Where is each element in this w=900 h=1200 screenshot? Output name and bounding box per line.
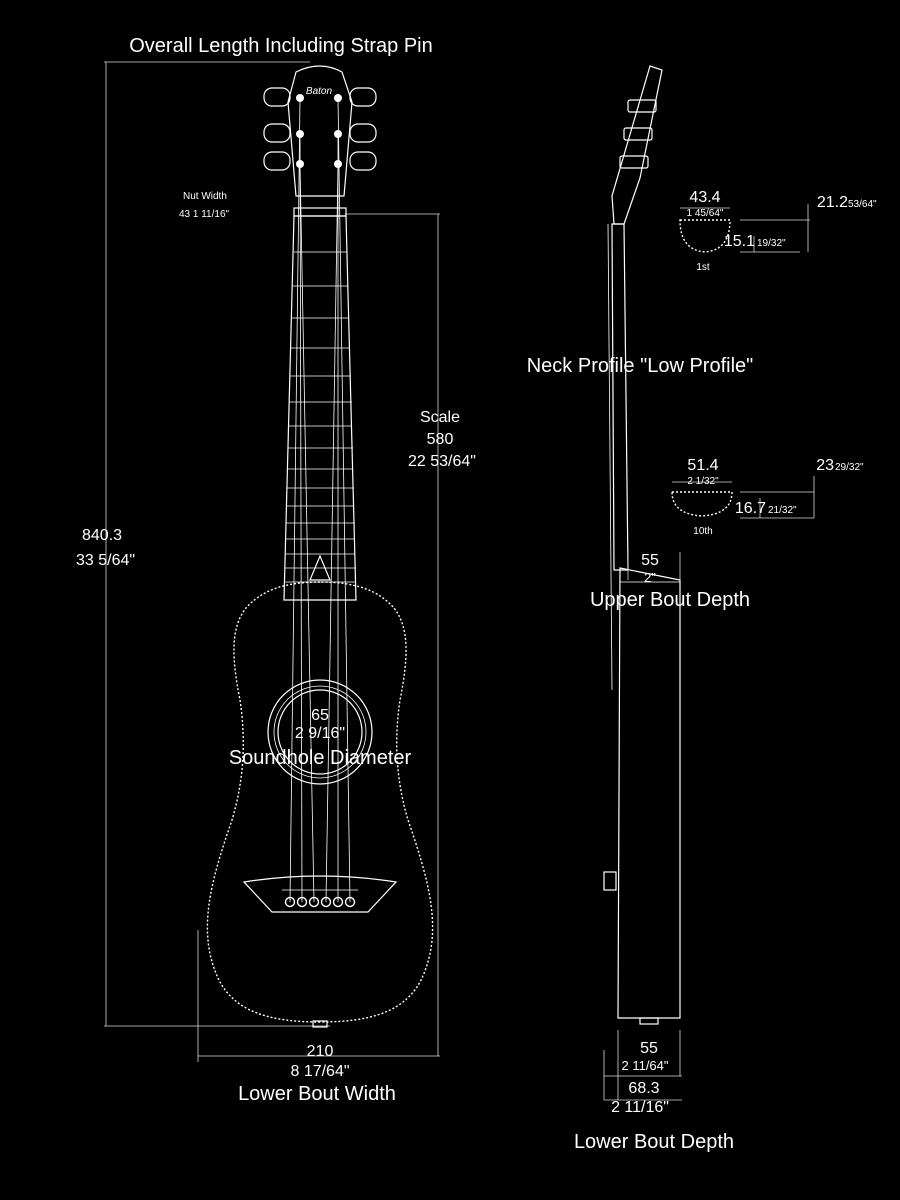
overall-length-label: Overall Length Including Strap Pin <box>129 35 433 57</box>
headstock-logo: Baton <box>306 86 333 97</box>
neck-1st-total-mm: 21.2 <box>817 194 848 211</box>
headstock <box>287 65 353 197</box>
neck-heel <box>309 554 331 581</box>
lower-bout-width-inch: 8 17/64" <box>290 1063 349 1080</box>
scale-inch: 22 53/64" <box>408 453 476 470</box>
neck-profile-1st-shape <box>679 219 731 253</box>
bridge <box>242 875 398 913</box>
soundhole-diameter-label: Soundhole Diameter <box>229 747 412 769</box>
neck-side <box>611 223 629 571</box>
neck-1st-depth-inch: 19/32" <box>757 238 786 249</box>
neck-profiles: Neck Profile "Low Profile" 43.4 1 45/64"… <box>527 189 877 537</box>
neck-10th-total-mm: 23 <box>816 457 834 474</box>
neck-10th-width-inch: 2 1/32" <box>687 476 719 487</box>
front-view: Baton <box>76 35 476 1105</box>
side-view: 55 2" Upper Bout Depth 55 2 11/64" 68.3 … <box>574 65 750 1153</box>
overall-length-mm: 840.3 <box>82 527 122 544</box>
upper-bout-depth-inch: 2" <box>644 570 656 585</box>
neck-profile-label: Neck Profile "Low Profile" <box>527 355 754 377</box>
upper-bout-depth-mm: 55 <box>641 552 659 569</box>
frets <box>285 251 356 583</box>
scale-mm: 580 <box>427 431 454 448</box>
strap-pin-side <box>639 1017 659 1025</box>
neck-1st-width-inch: 1 45/64" <box>687 208 724 219</box>
lower-bout-depth-label: Lower Bout Depth <box>574 1131 734 1153</box>
neck-side-heel <box>603 871 617 891</box>
strings <box>289 97 351 903</box>
tuner-posts-side <box>619 99 657 169</box>
neck-10th-total-inch: 29/32" <box>835 462 864 473</box>
neck-1st-depth-mm: 15.1 <box>724 233 755 250</box>
lower-bout-width-mm: 210 <box>307 1043 334 1060</box>
neck-1st-width-mm: 43.4 <box>689 189 720 206</box>
tuner-pegs-left <box>263 87 304 171</box>
scale-label: Scale <box>420 409 460 426</box>
soundhole-diameter-mm: 65 <box>311 707 329 724</box>
soundhole-rosette-outer <box>267 679 373 785</box>
neck-10th-fret-label: 10th <box>693 526 712 537</box>
neck-10th-depth-mm: 16.7 <box>735 500 766 517</box>
soundhole-diameter-inch: 2 9/16" <box>295 725 345 742</box>
nut-width-label: Nut Width <box>183 191 227 202</box>
nut-width-value: 43 1 11/16" <box>179 209 230 220</box>
neck-1st-fret-label: 1st <box>696 262 710 273</box>
neck-10th-depth-inch: 21/32" <box>768 505 797 516</box>
lower-bout-depth-inner-mm: 55 <box>640 1040 658 1057</box>
lower-bout-width-label: Lower Bout Width <box>238 1083 396 1105</box>
neck-profile-10th: 51.4 2 1/32" 16.7 21/32" 23 29/32" 10th <box>671 457 864 537</box>
overall-length-inch: 33 5/64" <box>76 552 135 569</box>
neck-1st-total-inch: 53/64" <box>848 199 877 210</box>
upper-bout-depth-label: Upper Bout Depth <box>590 589 750 611</box>
neck-profile-10th-shape <box>671 491 733 517</box>
neck-profile-1st: 43.4 1 45/64" 15.1 19/32" 21.2 53/64" 1s… <box>679 189 877 273</box>
strap-pin <box>312 1020 328 1028</box>
tuner-pegs-right <box>334 87 377 171</box>
lower-bout-depth-outer-inch: 2 11/16" <box>611 1099 669 1116</box>
neck-10th-width-mm: 51.4 <box>687 457 718 474</box>
fretboard <box>283 215 357 601</box>
headstock-side <box>611 65 663 225</box>
body-side <box>617 567 681 1019</box>
soundhole <box>277 689 363 775</box>
lower-bout-depth-inner-inch: 2 11/64" <box>621 1058 668 1073</box>
lower-bout-depth-outer-mm: 68.3 <box>628 1080 659 1097</box>
guitar-body-outline <box>206 581 434 1023</box>
bridge-pins <box>284 896 356 908</box>
